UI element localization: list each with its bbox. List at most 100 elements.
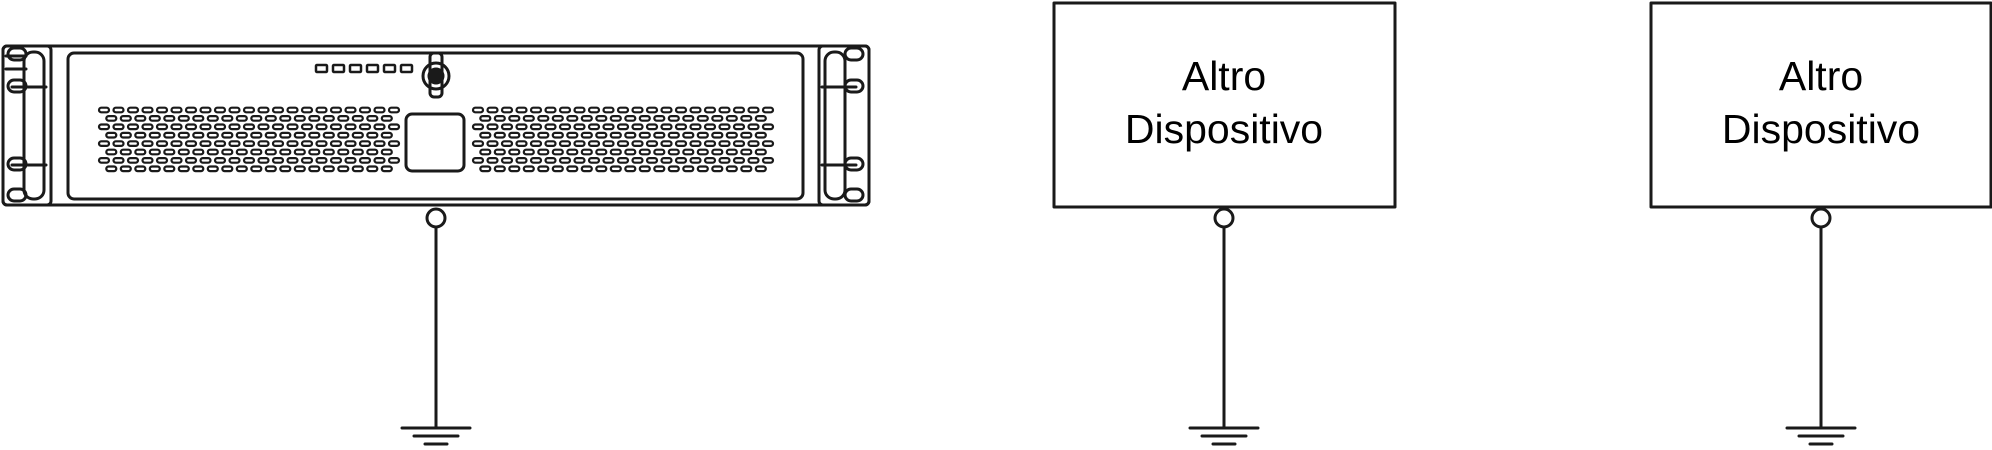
vent-slot (286, 157, 299, 164)
vent-slot (703, 123, 717, 131)
vent-slot (329, 140, 343, 148)
vent-slot (486, 106, 499, 114)
vent-slot (322, 131, 335, 139)
vent-slot (703, 140, 717, 148)
vent-slot (711, 148, 724, 156)
vent-slot (602, 140, 615, 148)
vent-slot (163, 114, 176, 122)
vent-slot (148, 131, 161, 139)
vent-slot (286, 123, 299, 131)
vent-slot (329, 123, 343, 131)
vent-slot (134, 148, 147, 156)
vent-slot (747, 106, 760, 114)
device-box: Altro Dispositivo (1649, 1, 1992, 209)
vent-slot (112, 140, 125, 148)
vent-slot (558, 123, 572, 131)
vent-slot (387, 140, 401, 148)
vent-slot (264, 165, 277, 173)
vent-slot (747, 123, 760, 131)
vent-slot (747, 140, 760, 148)
vent-slot (624, 148, 637, 156)
vent-slot (228, 157, 241, 164)
vent-slot (674, 106, 688, 114)
vent-slot (471, 106, 485, 114)
vent-slot (740, 114, 753, 122)
vent-slot (199, 140, 212, 148)
vent-slot (732, 123, 746, 131)
vent-slot (740, 148, 753, 156)
vent-slot (508, 165, 521, 173)
vent-slot (674, 157, 688, 164)
vent-slot (667, 131, 680, 139)
vent-slot (515, 140, 528, 148)
vent-slot (551, 114, 564, 122)
vent-slot (508, 131, 521, 139)
vent-slot (624, 114, 637, 122)
vent-slot (711, 114, 724, 122)
vent-slot (529, 140, 543, 148)
vent-slot (337, 148, 350, 156)
vent-slot (725, 165, 738, 173)
vent-slot (566, 114, 579, 122)
vent-slot (587, 123, 601, 131)
vent-slot (551, 131, 564, 139)
vent-slot (558, 140, 572, 148)
vent-slot (293, 148, 306, 156)
vent-slot (387, 106, 401, 114)
vent-slot (515, 157, 528, 164)
vent-slot (315, 140, 328, 148)
vent-slot (718, 157, 731, 164)
vent-slot (696, 165, 709, 173)
vent-slot (170, 140, 183, 148)
vent-slot (638, 148, 651, 156)
vent-slot (754, 114, 767, 122)
vent-slot (235, 114, 248, 122)
vent-slot (126, 106, 140, 114)
vent-slot (293, 131, 306, 139)
vent-slot (199, 157, 212, 164)
device-label-line-1: Altro (1182, 53, 1266, 99)
vent-slot (141, 106, 154, 114)
vent-slot (242, 140, 256, 148)
vent-slot (126, 140, 140, 148)
vent-slot (373, 140, 386, 148)
vent-slot (271, 106, 285, 114)
vent-slot (184, 157, 198, 164)
vent-slot (558, 157, 572, 164)
device-box: Altro Dispositivo (1052, 1, 1397, 209)
vent-slot (500, 106, 514, 114)
vent-slot (337, 114, 350, 122)
vent-slot (718, 106, 731, 114)
vent-slot (163, 131, 176, 139)
vent-slot (387, 123, 401, 131)
vent-slot (322, 165, 335, 173)
vent-slot (544, 157, 557, 164)
vent-slot (667, 114, 680, 122)
vent-slot (119, 165, 132, 173)
vent-slot (631, 106, 644, 114)
vent-slot (177, 165, 190, 173)
vent-grille-left (97, 106, 401, 173)
vent-slot (344, 140, 357, 148)
right-rack-ear (817, 44, 871, 207)
vent-slot (126, 157, 140, 164)
vent-slot (493, 148, 506, 156)
vent-slot (213, 123, 227, 131)
lock-icon (421, 51, 451, 99)
vent-slot (177, 114, 190, 122)
vent-slot (616, 140, 630, 148)
vent-slot (105, 131, 118, 139)
vent-slot (689, 157, 702, 164)
vent-slot (573, 157, 586, 164)
vent-slot (228, 123, 241, 131)
vent-slot (221, 148, 234, 156)
vent-slot (344, 106, 357, 114)
vent-slot (725, 148, 738, 156)
vent-slot (264, 148, 277, 156)
vent-slot (351, 165, 364, 173)
vent-slot (522, 114, 535, 122)
vent-slot (308, 131, 321, 139)
vent-slot (148, 148, 161, 156)
vent-slot (119, 131, 132, 139)
